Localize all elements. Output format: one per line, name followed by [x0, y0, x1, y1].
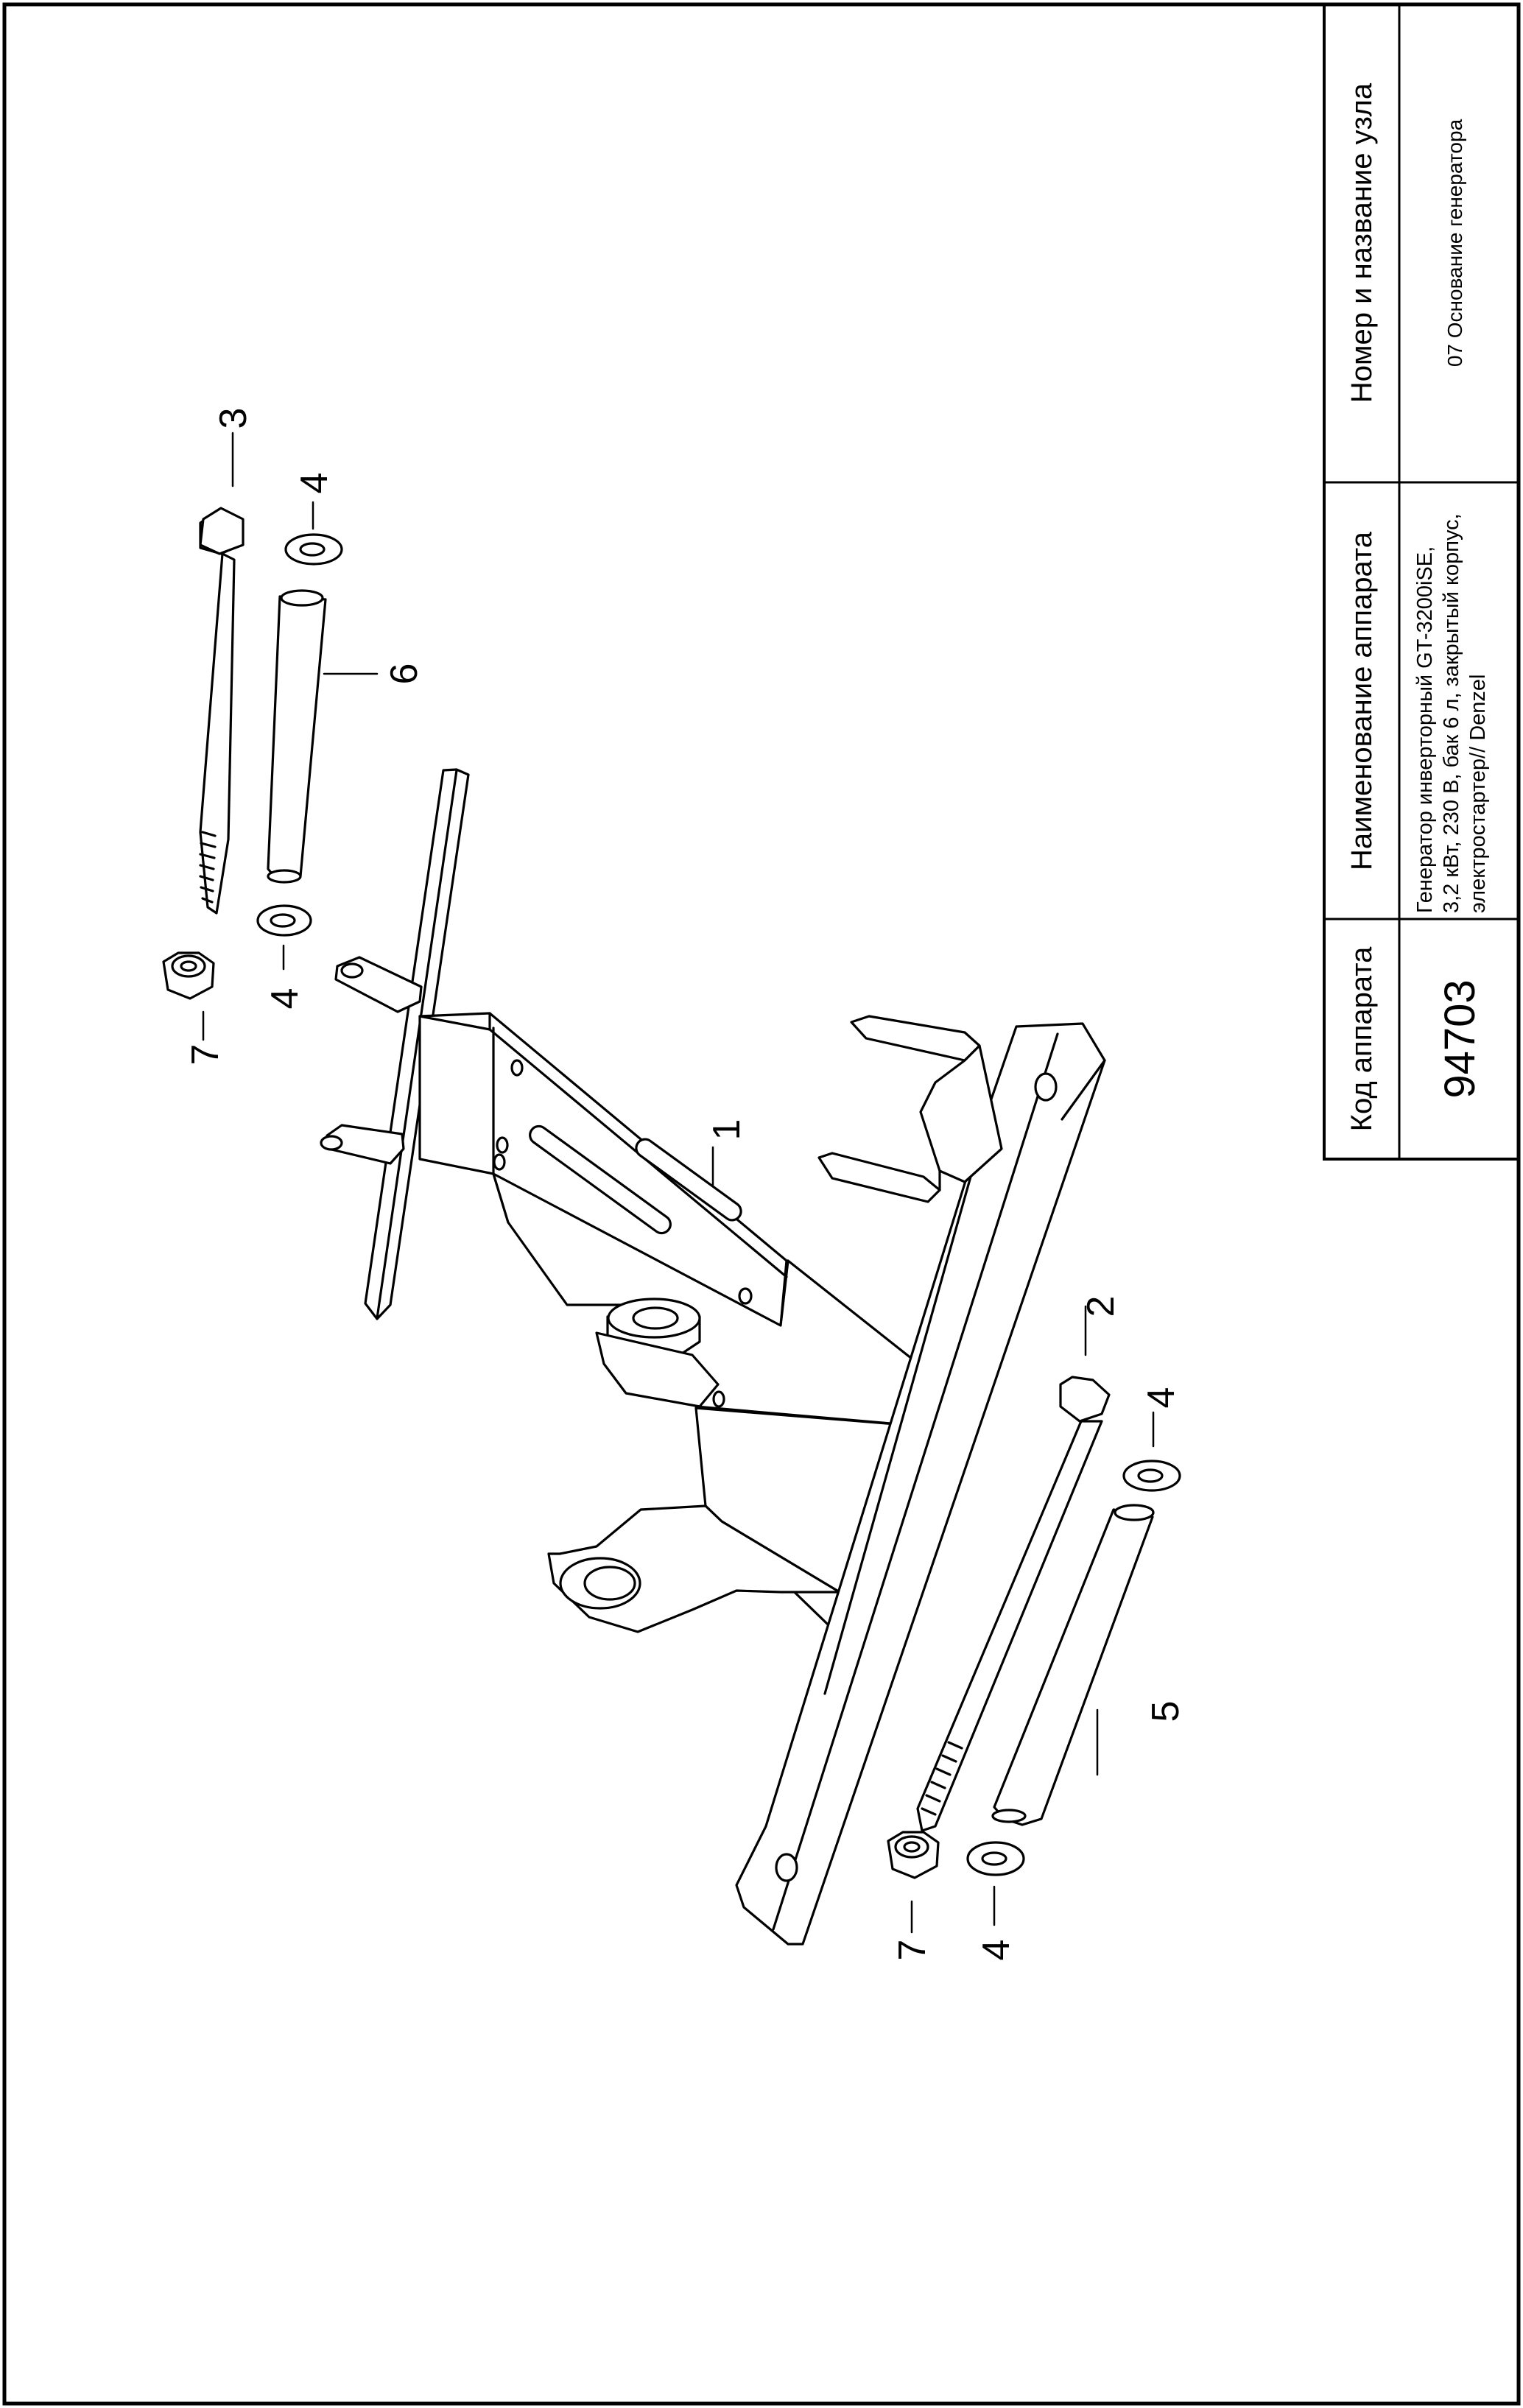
callout-5: 5: [1144, 1701, 1187, 1722]
washer-upper-bottom: [256, 904, 312, 937]
frame-upper-left-arm: [320, 768, 470, 1320]
frame-right-brackets: [817, 1015, 1003, 1203]
callout-6: 6: [383, 663, 426, 685]
name-value-line-1: Генератор инверторный GT-3200iSE,: [1413, 546, 1437, 913]
lower-long-bolt: [916, 1376, 1111, 1832]
callout-1: 1: [706, 1119, 748, 1141]
nut-lower: [887, 1831, 940, 1879]
callout-4-lower-bottom: 4: [975, 1940, 1018, 1961]
callout-7-lower: 7: [891, 1940, 934, 1961]
washer-lower-top: [1122, 1460, 1181, 1492]
lower-tube: [991, 1504, 1155, 1826]
nut-upper: [162, 951, 215, 1000]
callout-4-lower-top: 4: [1140, 1387, 1183, 1409]
callout-4-upper-top: 4: [293, 473, 336, 494]
title-block: Номер и название узла Наименование аппар…: [1323, 3, 1520, 1161]
unit-header: Номер и название узла: [1346, 82, 1378, 403]
frame-long-rail: [735, 1022, 1106, 1946]
name-value-line-2: 3,2 кВт, 230 В, бак 6 л, закрытый корпус…: [1440, 513, 1463, 913]
name-value-line-3: электростартер// Denzel: [1466, 675, 1490, 914]
callout-4-upper-bottom: 4: [264, 988, 306, 1010]
upper-long-bolt: [199, 507, 245, 915]
washer-upper-top: [284, 533, 343, 566]
callouts: 3 4 6 4 7 1 2 4 5 7 4: [184, 408, 1187, 1961]
callout-3: 3: [212, 408, 255, 429]
washer-lower-bottom: [966, 1841, 1025, 1876]
unit-value: 07 Основание генератора: [1443, 119, 1466, 367]
frame-main-body: [418, 1012, 963, 1430]
drawing: [162, 432, 1181, 1946]
code-header: Код аппарата: [1346, 946, 1378, 1131]
leader-lines: [202, 432, 1155, 1934]
upper-tube: [267, 589, 327, 884]
name-header: Наименование аппарата: [1346, 531, 1378, 870]
title-block-frame: [1323, 3, 1520, 1161]
callout-7-upper: 7: [184, 1044, 227, 1066]
code-value: 94703: [1436, 979, 1484, 1098]
callout-2: 2: [1080, 1296, 1122, 1317]
